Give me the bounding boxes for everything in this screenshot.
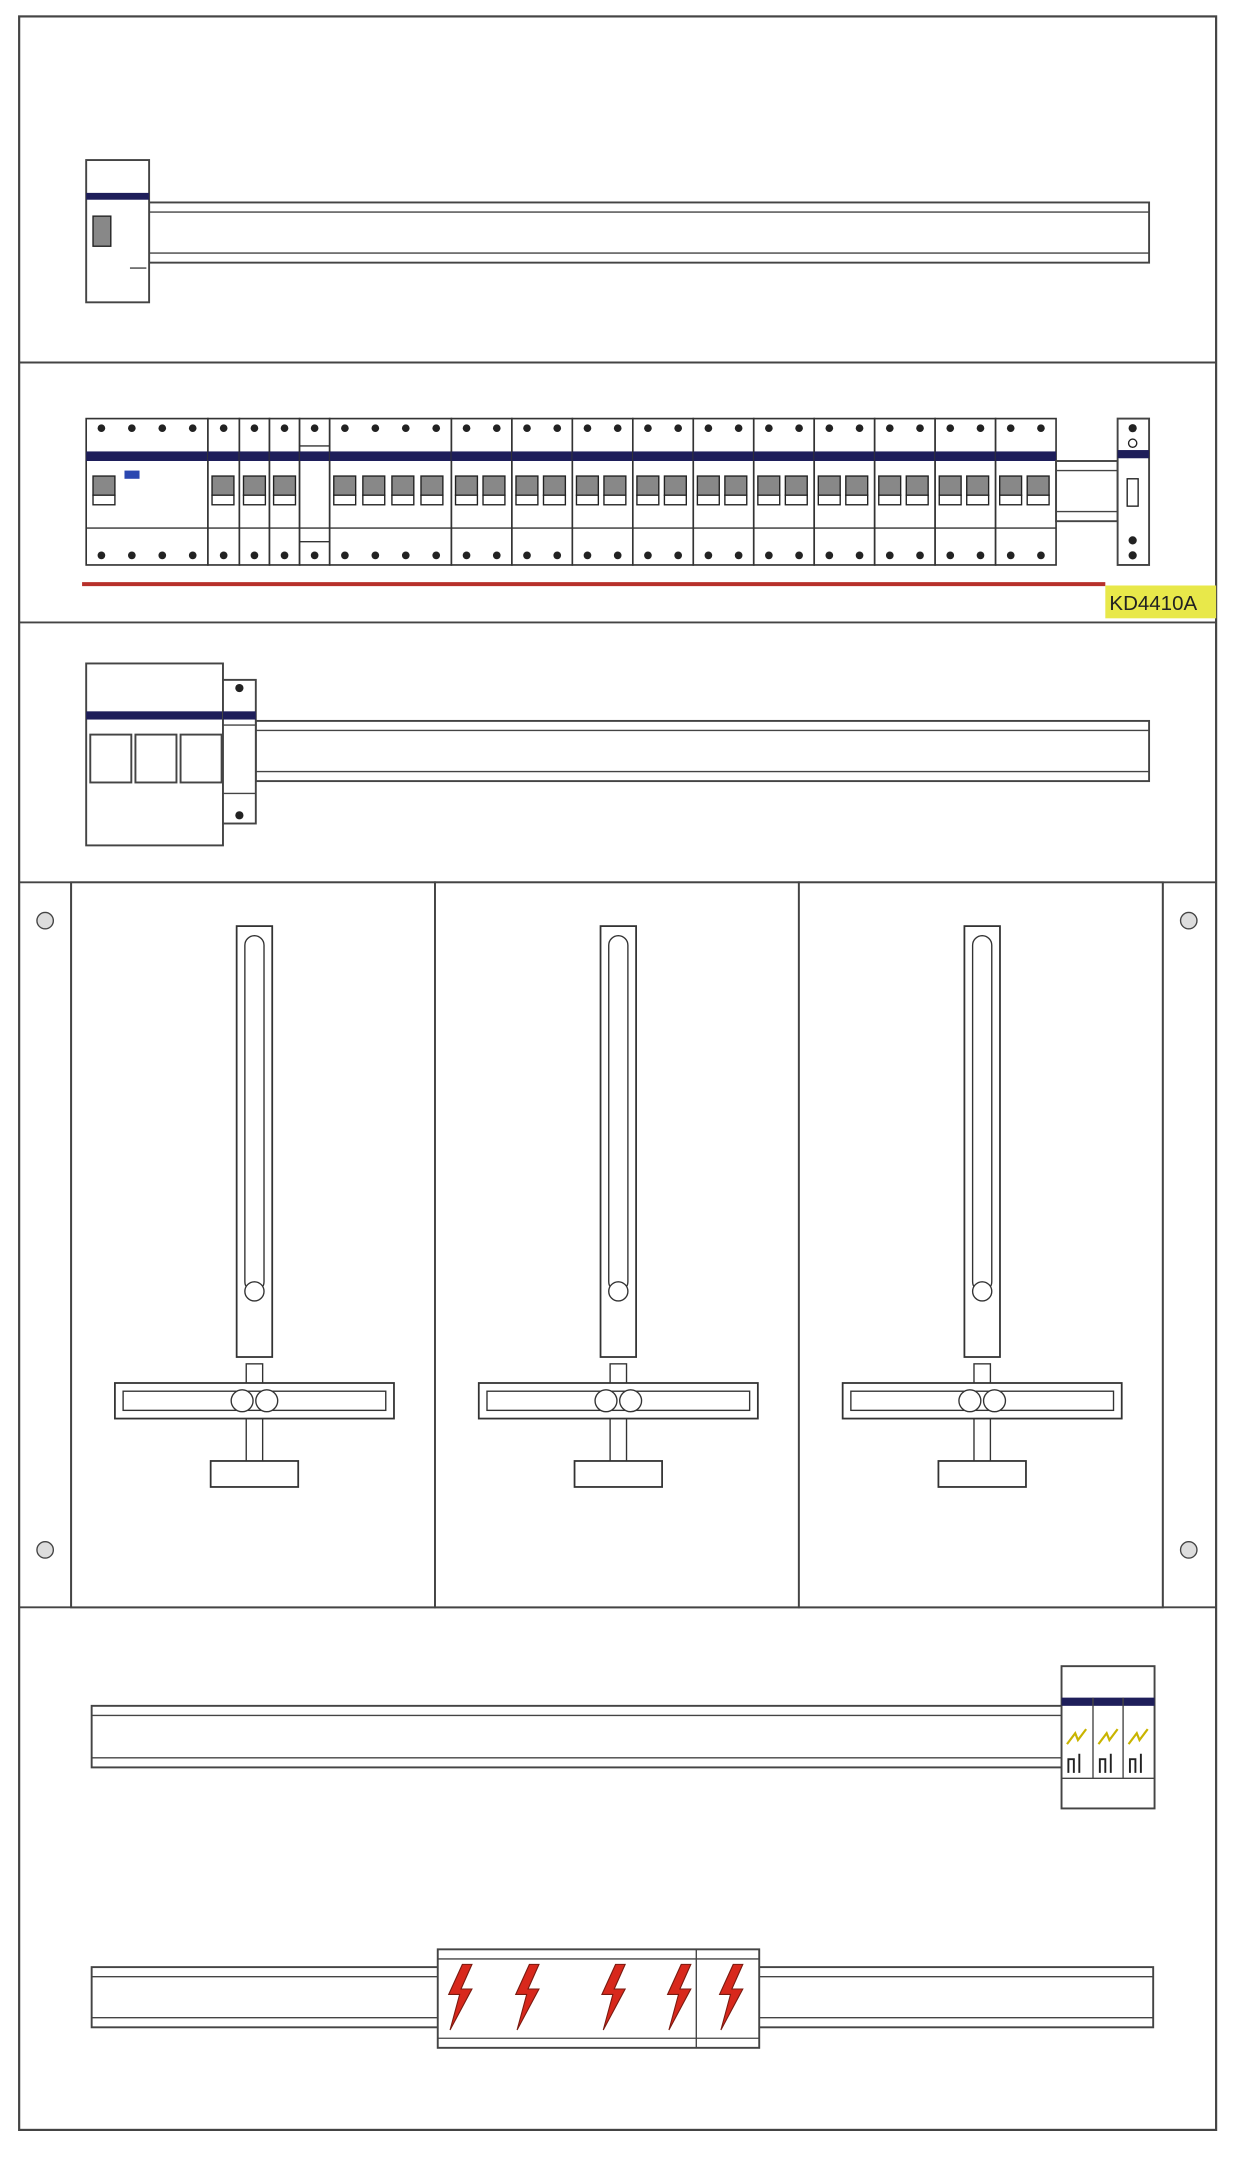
- circuit-breaker-module: [994, 417, 1057, 566]
- toggle-icon: [878, 475, 902, 506]
- switch-module: [85, 159, 151, 304]
- circuit-breaker-module: [752, 417, 816, 566]
- circuit-breaker-module: [450, 417, 513, 566]
- test-button-icon: [124, 470, 140, 479]
- panel-label: KD4410A: [1109, 592, 1197, 615]
- toggle-icon: [603, 475, 627, 506]
- circuit-breaker-module: [692, 417, 755, 566]
- toggle-icon: [454, 475, 479, 506]
- circuit-breaker-module: [207, 417, 241, 566]
- circuit-breaker-module: [511, 417, 574, 566]
- screw-icon: [1179, 911, 1198, 930]
- meter-mounting-panel: [70, 881, 436, 1609]
- lightning-icon: [447, 1963, 473, 2031]
- toggle-icon: [724, 475, 748, 506]
- circuit-breaker-module: [571, 417, 634, 566]
- toggle-icon: [542, 475, 567, 506]
- toggle-icon: [482, 475, 506, 506]
- toggle-icon: [420, 475, 444, 506]
- bottom-rails-section: [90, 1665, 1156, 2049]
- circuit-breaker-module: [85, 417, 209, 566]
- toggle-icon: [784, 475, 808, 506]
- toggle-icon: [272, 475, 297, 506]
- toggle-icon: [242, 475, 267, 506]
- circuit-breaker-module: [873, 417, 936, 566]
- main-switch-section: [85, 662, 1151, 847]
- toggle-icon: [362, 475, 386, 506]
- toggle-icon: [92, 475, 116, 506]
- rail-stub: [1055, 460, 1119, 523]
- fuse-block: [436, 1948, 761, 2049]
- toggle-icon: [845, 475, 869, 506]
- toggle-icon: [333, 475, 357, 506]
- toggle-icon: [817, 475, 841, 506]
- main-switch: [85, 662, 256, 847]
- toggle-icon: [663, 475, 687, 506]
- breaker-row: [85, 417, 1057, 566]
- end-clamp: [1116, 417, 1151, 566]
- top-rail-section: [85, 159, 1151, 304]
- lightning-icon: [514, 1963, 540, 2031]
- lightning-icon: [601, 1963, 627, 2031]
- circuit-breaker-module: [268, 417, 301, 566]
- surge-protector: [1060, 1665, 1156, 1810]
- surge-icon: [1066, 1728, 1088, 1773]
- toggle-icon: [1026, 475, 1050, 506]
- toggle-icon: [938, 475, 962, 506]
- screw-icon: [1179, 1541, 1198, 1559]
- lightning-icon: [666, 1963, 692, 2031]
- toggle-icon: [515, 475, 539, 506]
- circuit-breaker-module: [631, 417, 695, 566]
- meter-mounting-panel: [434, 881, 800, 1609]
- lightning-icon: [718, 1963, 744, 2031]
- surge-icon: [1127, 1728, 1149, 1773]
- toggle-icon: [575, 475, 600, 506]
- circuit-breaker-module: [238, 417, 271, 566]
- screw-icon: [36, 1541, 55, 1559]
- screw-icon: [36, 911, 55, 930]
- circuit-breaker-module: [934, 417, 997, 566]
- meter-mounting-panel: [797, 881, 1164, 1609]
- surge-icon: [1097, 1728, 1119, 1773]
- toggle-icon: [696, 475, 720, 506]
- meter-panels-section: [36, 881, 1198, 1609]
- circuit-breaker-module: [328, 417, 453, 566]
- circuit-breaker-module: [298, 417, 331, 566]
- toggle-icon: [999, 475, 1023, 506]
- toggle-icon: [636, 475, 660, 506]
- toggle-icon: [391, 475, 415, 506]
- clamp: [222, 678, 257, 825]
- breaker-row-section: KD4410A: [82, 417, 1217, 619]
- toggle-icon: [757, 475, 781, 506]
- toggle-icon: [905, 475, 929, 506]
- label-background: [1105, 585, 1217, 619]
- toggle-icon: [211, 475, 235, 506]
- toggle-icon: [966, 475, 990, 506]
- circuit-breaker-module: [813, 417, 876, 566]
